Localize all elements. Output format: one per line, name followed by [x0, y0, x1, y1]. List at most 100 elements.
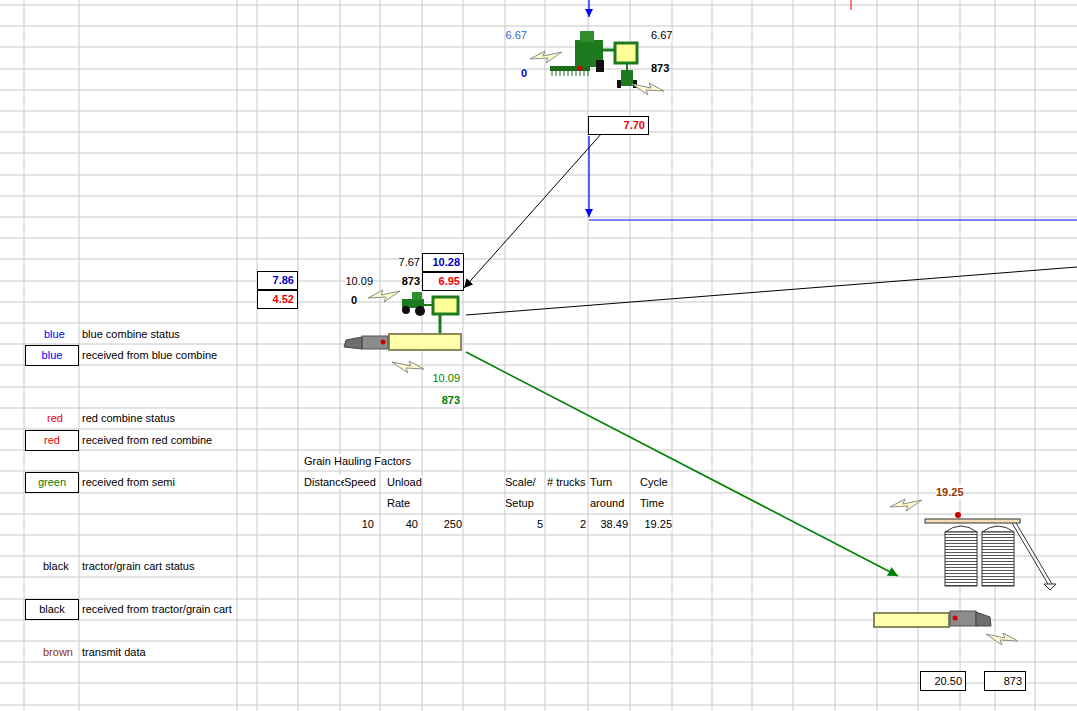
received-value-box: 20.50: [920, 671, 966, 691]
semi-trailer: [874, 613, 949, 627]
semi-nose: [976, 612, 991, 626]
status-value: 6.67: [506, 28, 527, 42]
cell-value: 7.86: [273, 274, 294, 287]
black-line: [466, 267, 1077, 315]
grain-elevator-icon: [890, 499, 1056, 590]
status-value: 873: [651, 61, 669, 75]
cell-value: blue: [42, 349, 63, 362]
status-value: 873: [402, 274, 420, 288]
cell-value: 7.70: [624, 119, 645, 132]
tractor-wheel: [415, 306, 425, 316]
semi-nose: [344, 337, 362, 349]
table-cell: 40: [406, 517, 418, 531]
legend-text: tractor/grain cart status: [82, 559, 195, 573]
legend-text: received from semi: [82, 475, 175, 489]
status-value: 10.09: [432, 371, 460, 385]
table-header: around: [590, 496, 624, 510]
silo: [945, 532, 977, 586]
cart-tractor: [621, 70, 633, 86]
semi-truck-icon: [874, 611, 1018, 645]
lightning-bolt: [392, 361, 424, 373]
combine-wheel: [596, 60, 604, 72]
elevator-leg: [1012, 523, 1052, 584]
combine-icon: [530, 31, 664, 95]
cell-value: black: [39, 603, 65, 616]
table-cell: 5: [537, 517, 543, 531]
silo: [982, 532, 1014, 586]
received-value-box: 4.52: [257, 290, 298, 309]
received-value-box: 7.70: [588, 116, 649, 135]
table-header: Turn: [590, 475, 612, 489]
status-value: 7.67: [399, 255, 420, 269]
hitch: [626, 63, 628, 70]
green-arrow: [466, 352, 898, 576]
blue-arrow: [588, 0, 589, 17]
legend-key: blue: [44, 327, 65, 341]
table-header: Distance: [304, 475, 347, 489]
table-header: Rate: [387, 496, 410, 510]
combine-header-teeth: [552, 71, 588, 76]
received-value-box: 7.86: [257, 271, 298, 290]
cell-value: 4.52: [273, 293, 294, 306]
cell-value: 20.50: [934, 675, 962, 688]
legend-text: transmit data: [82, 645, 146, 659]
semi-cab: [950, 611, 976, 626]
legend-box: red: [25, 430, 79, 451]
table-title: Grain Hauling Factors: [304, 454, 411, 468]
table-cell: 2: [580, 517, 586, 531]
lightning-bolt: [530, 51, 562, 63]
cart-wheel: [617, 80, 621, 88]
lightning-bolt: [632, 83, 664, 95]
combine-auger: [603, 49, 615, 52]
legend-box: black: [25, 599, 79, 620]
status-value: 0: [351, 293, 357, 307]
semi-trailer: [389, 334, 461, 350]
silo-roof: [945, 526, 977, 532]
semi-cab: [362, 336, 388, 349]
tractor-cart-icon: [368, 290, 458, 334]
legend-key: black: [43, 559, 69, 573]
status-value: 6.67: [651, 28, 672, 42]
table-header: Scale/: [505, 475, 536, 489]
cell-value: 10.28: [432, 256, 460, 269]
lightning-bolt: [986, 633, 1018, 645]
table-header: Setup: [505, 496, 534, 510]
table-header: # trucks: [547, 475, 586, 489]
status-value: 10.09: [345, 274, 373, 288]
cell-value: 873: [1004, 675, 1022, 688]
legend-box: blue: [25, 345, 79, 366]
cell-value: red: [44, 434, 60, 447]
elevator-boot: [1044, 584, 1056, 590]
silo-roof: [982, 526, 1014, 532]
conveyor: [925, 519, 1020, 523]
lightning-bolt: [368, 290, 400, 302]
table-header: Time: [640, 496, 664, 510]
legend-text: red combine status: [82, 411, 175, 425]
lightning-bolt: [890, 499, 922, 511]
grain-tank: [615, 43, 637, 63]
tractor-cab: [412, 292, 422, 300]
blue-line: [589, 219, 1077, 220]
legend-text: blue combine status: [82, 327, 180, 341]
legend-text: received from tractor/grain cart: [82, 602, 232, 616]
tractor-wheel: [402, 306, 410, 314]
cart-auger: [439, 315, 442, 334]
sensor-dot: [955, 512, 961, 518]
received-value-box: 6.95: [422, 272, 464, 291]
table-cell: 19.25: [644, 517, 672, 531]
data-link-arrow: [464, 135, 600, 288]
table-header: Unload: [387, 475, 422, 489]
sensor-dot: [953, 616, 958, 621]
received-value-box: 873: [984, 671, 1026, 691]
table-cell: 38.49: [600, 517, 628, 531]
legend-text: received from blue combine: [82, 348, 217, 362]
legend-text: received from red combine: [82, 433, 212, 447]
sensor-dot: [578, 66, 583, 71]
table-header: Speed: [344, 475, 376, 489]
hitch: [424, 304, 432, 306]
received-value-box: 10.28: [422, 253, 464, 272]
status-value: 0: [521, 66, 527, 80]
legend-box: green: [25, 472, 79, 493]
grain-cart: [433, 297, 458, 314]
